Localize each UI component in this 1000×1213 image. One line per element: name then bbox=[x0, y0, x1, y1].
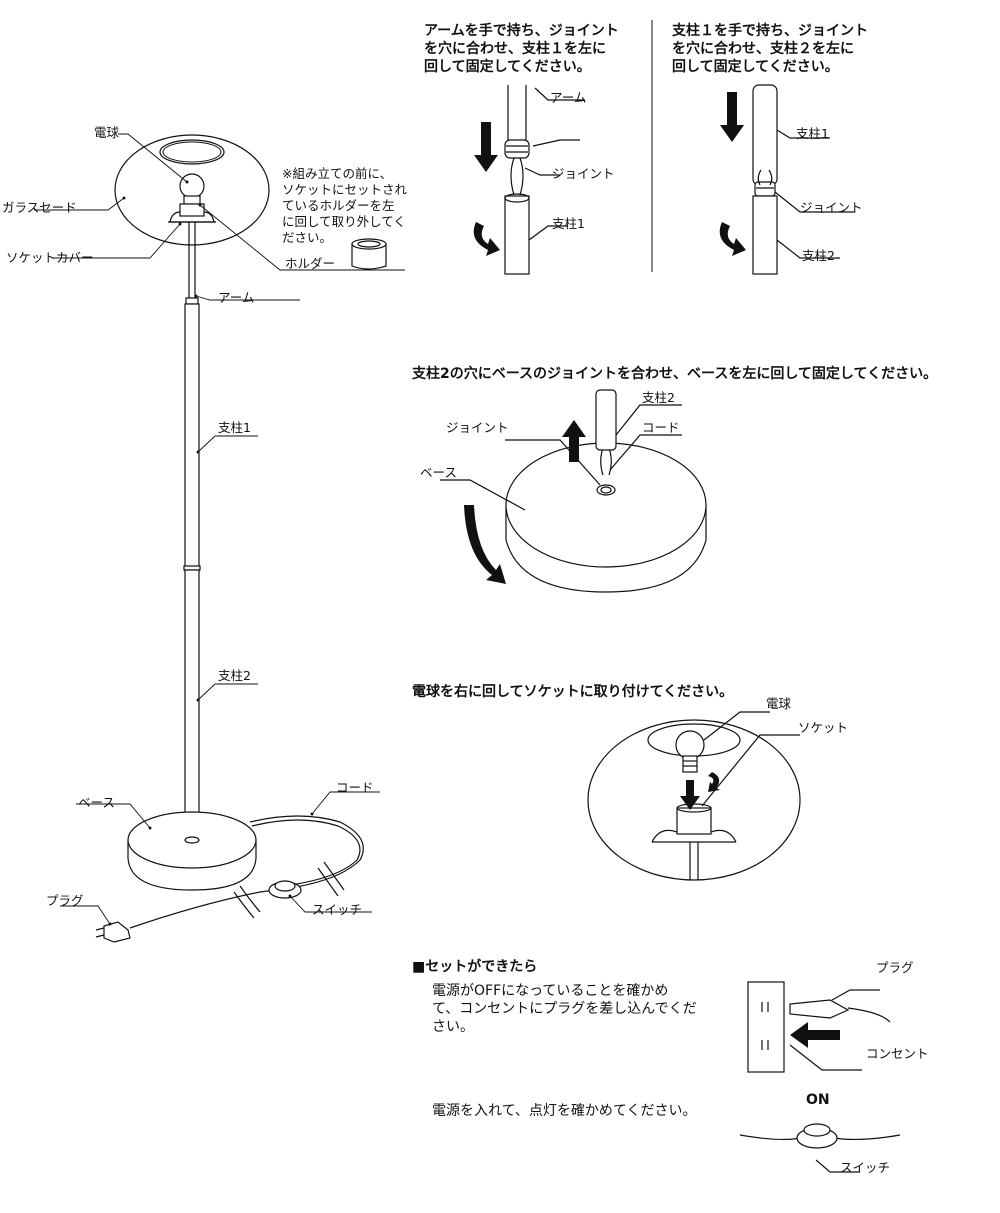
assembly-note: ※組み立ての前に、 ソケットにセットされ ているホルダーを左 に回して取り外して… bbox=[282, 166, 408, 245]
step3-instruction: 支柱2の穴にベースのジョイントを合わせ、ベースを左に回して固定してください。 bbox=[412, 366, 938, 382]
label-arm: アーム bbox=[218, 290, 255, 305]
label-plug: プラグ bbox=[46, 893, 84, 908]
step1-label-joint: ジョイント bbox=[552, 166, 615, 181]
label-pole1: 支柱1 bbox=[218, 420, 251, 435]
rotate-arrow-icon bbox=[708, 772, 720, 792]
step4-label-bulb: 電球 bbox=[766, 696, 792, 711]
step1-label-pole1: 支柱1 bbox=[552, 216, 585, 231]
down-arrow-icon bbox=[720, 92, 744, 142]
step2-illustration bbox=[752, 84, 855, 275]
rotate-arrow-icon bbox=[473, 222, 500, 256]
label-switch: スイッチ bbox=[312, 902, 363, 917]
after-setup-title: ■セットができたら bbox=[412, 959, 538, 975]
after-setup-illustration bbox=[739, 981, 901, 1173]
step2-label-pole1: 支柱1 bbox=[796, 126, 829, 141]
step3-label-base: ベース bbox=[420, 465, 457, 480]
after-setup-step2: 電源を入れて、点灯を確かめてください。 bbox=[432, 1103, 697, 1119]
step2-instruction: 支柱１を手で持ち、ジョイント を穴に合わせ、支柱２を左に 回して固定してください… bbox=[672, 23, 868, 75]
step1-instruction: アームを手で持ち、ジョイント を穴に合わせ、支柱１を左に 回して固定してください… bbox=[424, 23, 619, 75]
lamp-full-view bbox=[95, 134, 387, 943]
rotate-arrow-icon bbox=[719, 222, 746, 256]
label-bulb: 電球 bbox=[94, 125, 120, 140]
direction-arrows bbox=[464, 92, 840, 1048]
label-base: ベース bbox=[78, 795, 115, 810]
step1-illustration bbox=[504, 85, 585, 275]
label-glass-shade: ガラスセード bbox=[2, 200, 77, 215]
step2-label-joint: ジョイント bbox=[800, 200, 863, 215]
down-arrow-icon bbox=[474, 122, 498, 172]
step2-label-pole2: 支柱2 bbox=[802, 248, 835, 263]
up-arrow-icon bbox=[562, 420, 586, 462]
step3-label-joint: ジョイント bbox=[446, 420, 509, 435]
step3-label-cord: コード bbox=[642, 420, 680, 435]
left-arrow-icon bbox=[790, 1022, 840, 1048]
label-holder: ホルダー bbox=[285, 256, 336, 271]
after-label-outlet: コンセント bbox=[866, 1046, 929, 1061]
step3-label-pole2: 支柱2 bbox=[642, 390, 675, 405]
glass-shade-shape bbox=[114, 134, 270, 246]
label-cord: コード bbox=[336, 780, 374, 795]
label-pole2: 支柱2 bbox=[218, 668, 251, 683]
step4-label-socket: ソケット bbox=[798, 720, 849, 735]
rotate-arrow-icon bbox=[464, 505, 506, 584]
after-label-plug: プラグ bbox=[876, 960, 914, 975]
down-arrow-icon bbox=[680, 780, 700, 810]
bulb-shape bbox=[179, 173, 205, 199]
step4-instruction: 電球を右に回してソケットに取り付けてください。 bbox=[412, 684, 734, 700]
label-socket-cover: ソケットカバー bbox=[6, 250, 94, 265]
after-setup-step1: 電源がOFFになっていることを確かめ て、コンセントにプラグを差し込んでくだ さ… bbox=[432, 983, 697, 1035]
after-label-switch: スイッチ bbox=[840, 1160, 891, 1175]
after-label-on: ON bbox=[806, 1092, 830, 1108]
step1-label-arm: アーム bbox=[550, 90, 587, 105]
step3-illustration bbox=[440, 389, 707, 593]
